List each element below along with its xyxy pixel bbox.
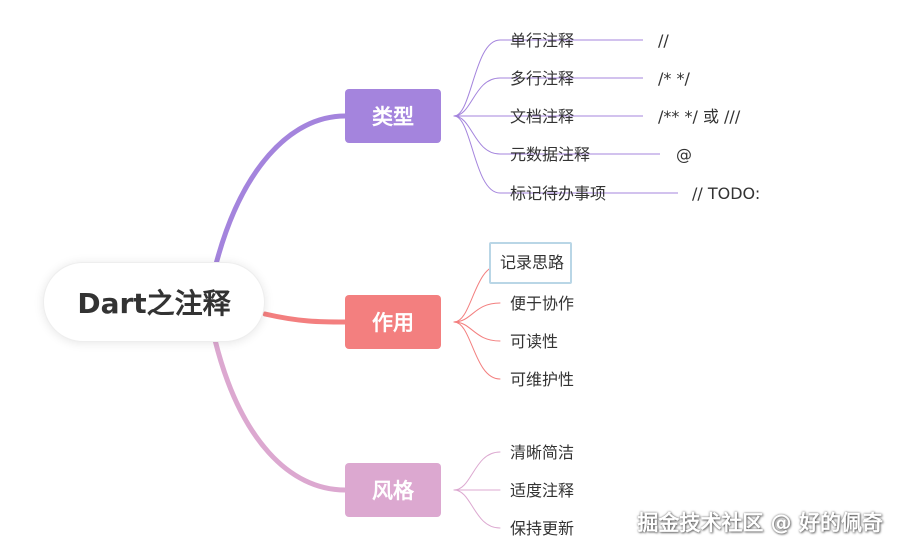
leaf-doc-comment[interactable]: 文档注释 <box>510 107 575 126</box>
connector-type-4 <box>453 115 501 194</box>
leaf-metadata-comment[interactable]: 元数据注释 <box>510 145 591 164</box>
leaf-maintainability[interactable]: 可维护性 <box>510 370 575 389</box>
connector-type-0 <box>453 39 501 117</box>
connector-style-2 <box>453 489 501 529</box>
leaf-single-line-comment[interactable]: 单行注释 <box>510 31 575 50</box>
connector-type-3 <box>453 115 501 155</box>
branch-type[interactable]: 类型 <box>345 89 441 143</box>
connector-root-purpose <box>262 311 348 325</box>
leaf-collaboration[interactable]: 便于协作 <box>510 294 575 313</box>
leaf-single-line-syntax: // <box>658 31 669 50</box>
leaf-moderate-comments[interactable]: 适度注释 <box>510 481 575 500</box>
leaf-todo-syntax: // TODO: <box>692 184 761 203</box>
connector-purpose-3 <box>453 321 501 380</box>
connector-type-1 <box>453 77 501 117</box>
leaf-clear-concise[interactable]: 清晰简洁 <box>510 443 575 462</box>
leaf-multi-line-syntax: /* */ <box>658 69 690 88</box>
connector-style-0 <box>453 451 501 491</box>
root-node[interactable]: Dart之注释 <box>43 262 265 342</box>
leaf-todo-comment[interactable]: 标记待办事项 <box>510 184 607 203</box>
branch-purpose[interactable]: 作用 <box>345 295 441 349</box>
branch-style[interactable]: 风格 <box>345 463 441 517</box>
connector-purpose-1 <box>453 302 501 323</box>
leaf-doc-syntax: /** */ 或 /// <box>658 107 741 126</box>
connector-root-type <box>212 113 348 271</box>
leaf-multi-line-comment[interactable]: 多行注释 <box>510 69 575 88</box>
leaf-metadata-syntax: @ <box>676 145 692 164</box>
watermark: 掘金技术社区 @ 好的佩奇 <box>637 511 883 535</box>
connector-root-style <box>212 337 348 493</box>
leaf-readability[interactable]: 可读性 <box>510 332 559 351</box>
leaf-keep-updated[interactable]: 保持更新 <box>510 519 575 538</box>
leaf-record-thoughts[interactable]: 记录思路 <box>489 242 573 284</box>
